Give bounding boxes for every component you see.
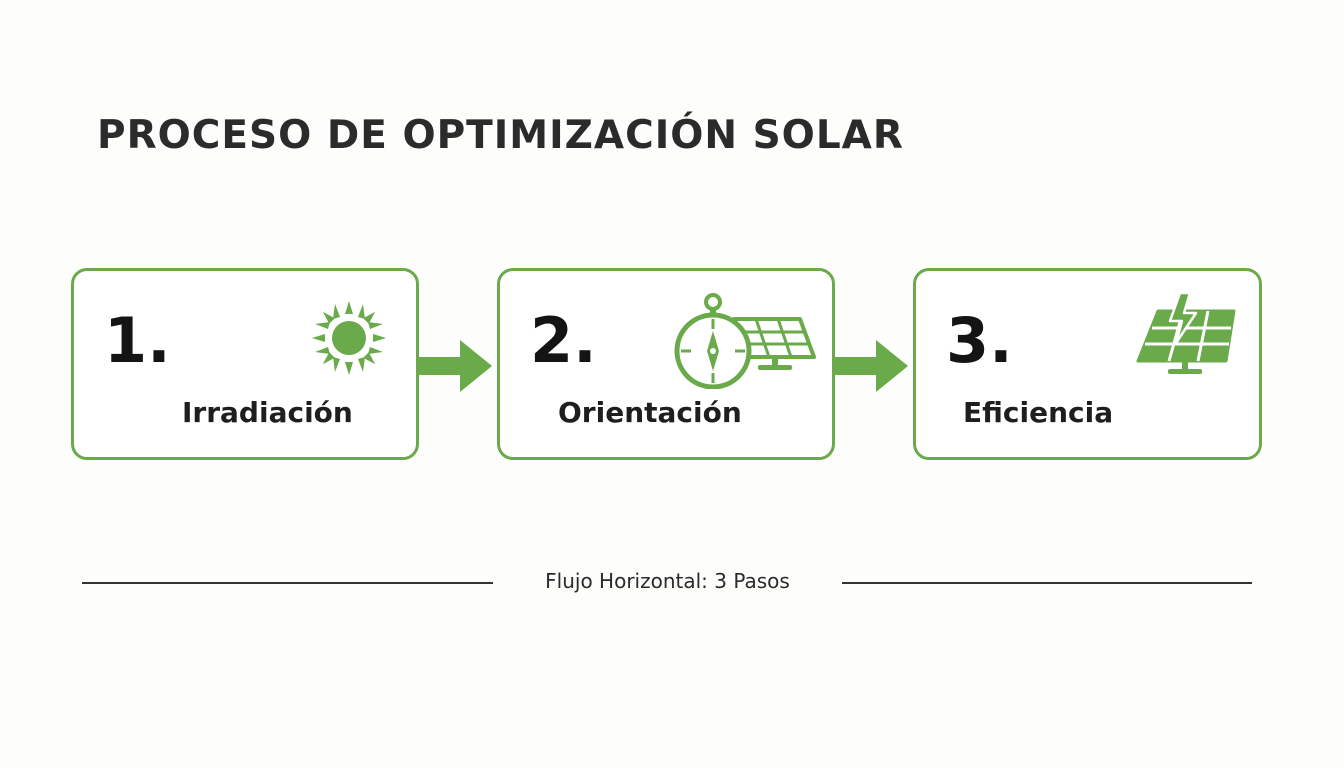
footer-caption: Flujo Horizontal: 3 Pasos: [545, 569, 790, 593]
step-box-orientacion: 2. Orientación: [497, 268, 835, 460]
arrow-right-icon: [416, 340, 492, 392]
footer-divider-right: [842, 582, 1252, 584]
step-label: Eficiencia: [963, 396, 1114, 429]
step-box-irradiacion: 1. Irradiación: [71, 268, 419, 460]
arrow-right-icon: [832, 340, 908, 392]
step-number: 2.: [530, 304, 597, 377]
step-label: Orientación: [558, 396, 742, 429]
solar-panel-lightning-icon: [1136, 291, 1236, 374]
step-number: 3.: [946, 304, 1013, 377]
step-box-eficiencia: 3. Eficiencia: [913, 268, 1262, 460]
step-number: 1.: [104, 304, 171, 377]
compass-solar-panel-icon: [674, 293, 816, 389]
sun-icon: [312, 301, 386, 375]
diagram-title: PROCESO DE OPTIMIZACIÓN SOLAR: [97, 113, 904, 158]
step-label: Irradiación: [182, 396, 353, 429]
footer-divider-left: [82, 582, 493, 584]
